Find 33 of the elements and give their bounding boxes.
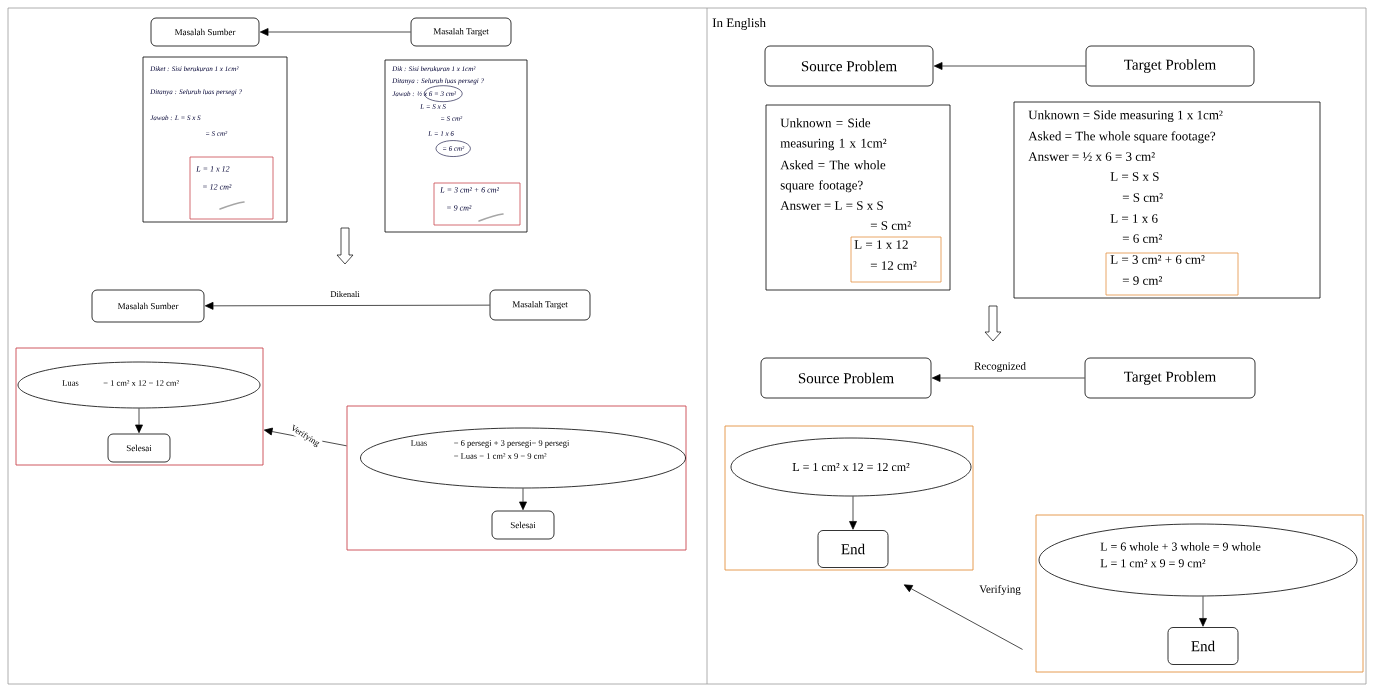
highlight-box: L = 3 cm² + 6 cm² = 9 cm² <box>1105 252 1239 296</box>
edge-label: Verifying <box>977 583 1023 597</box>
highlight-box: L = 1 x 12 = 12 cm² <box>189 156 274 220</box>
group-frame <box>724 425 974 571</box>
problem-box: Masalah Sumber <box>150 17 260 47</box>
edge-label: Dikenali <box>328 289 362 299</box>
arrow <box>1199 596 1207 627</box>
group-frame <box>1035 514 1364 673</box>
end-box: Selesai <box>491 510 555 540</box>
arrow <box>903 584 1023 650</box>
problem-box: Masalah Sumber <box>91 289 205 323</box>
arrow <box>933 62 1086 70</box>
highlight-box: L = 3 cm² + 6 cm² = 9 cm² <box>433 182 521 226</box>
arrow <box>849 496 857 530</box>
edge-label: Recognized <box>972 360 1028 374</box>
arrow <box>519 488 527 511</box>
problem-box: Masalah Target <box>489 289 591 321</box>
arrow <box>204 301 490 310</box>
arrow <box>931 374 1085 382</box>
problem-box: Source Problem <box>760 357 932 399</box>
problem-box: Masalah Target <box>410 17 512 47</box>
end-box: Selesai <box>107 433 171 463</box>
problem-box: Target Problem <box>1084 357 1256 399</box>
group-frame <box>346 405 687 551</box>
highlight-box: L = 1 x 12 = 12 cm² <box>850 236 942 283</box>
group-frame <box>15 347 264 466</box>
end-box: End <box>1167 627 1239 665</box>
arrow <box>259 28 411 36</box>
problem-box: Target Problem <box>1085 45 1255 87</box>
problem-box: Source Problem <box>764 45 934 87</box>
end-box: End <box>817 530 889 568</box>
language-note: In English <box>712 18 766 30</box>
arrow <box>135 408 143 434</box>
